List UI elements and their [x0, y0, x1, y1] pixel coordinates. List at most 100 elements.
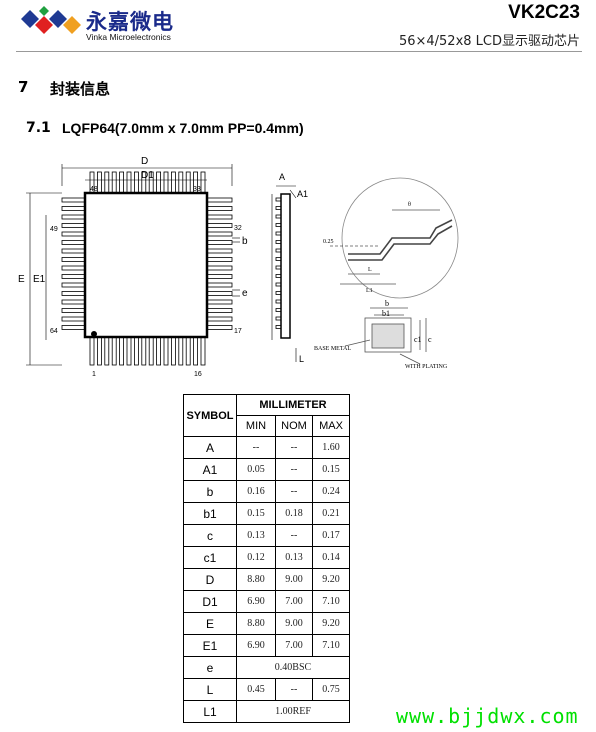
document-subtitle: 56×4/52x8 LCD显示驱动芯片	[398, 34, 580, 49]
header-divider	[16, 51, 582, 52]
row-min: 0.13	[236, 524, 276, 547]
package-pin	[97, 335, 102, 366]
row-min: 0.15	[236, 502, 276, 525]
package-pin	[104, 171, 110, 195]
package-pin	[185, 171, 191, 195]
pin-label-64: 64	[50, 328, 58, 335]
package-pin	[119, 171, 124, 195]
row-max: 9.20	[312, 612, 350, 635]
row-max: 1.60	[312, 436, 350, 459]
pin-label-17: 17	[234, 328, 242, 335]
package-pin	[163, 171, 169, 195]
package-pin	[141, 335, 147, 366]
package-pin	[200, 335, 206, 366]
lead-detail-view	[330, 177, 459, 365]
package-pin	[97, 171, 102, 195]
logo-diamond-1	[21, 10, 39, 28]
subsection-number: 7.1	[26, 120, 51, 136]
pin-label-16: 16	[194, 371, 202, 378]
side-body	[280, 193, 291, 339]
row-max: 0.17	[312, 524, 350, 547]
row-nom: 7.00	[275, 634, 313, 657]
row-merged-value: 1.00REF	[236, 700, 350, 723]
package-pin	[61, 257, 87, 262]
label-D1: D1	[141, 170, 154, 181]
pin-label-49: 49	[50, 226, 58, 233]
row-symbol: D1	[183, 590, 237, 613]
package-pin	[205, 223, 233, 228]
package-pin	[111, 171, 117, 195]
col-header-nom: NOM	[275, 415, 313, 437]
package-pin	[178, 171, 184, 195]
label-detail-c: c	[428, 335, 432, 344]
col-header-max: MAX	[312, 415, 350, 437]
pin-label-33: 33	[193, 186, 201, 193]
label-A: A	[279, 172, 285, 182]
col-header-min: MIN	[236, 415, 276, 437]
row-max: 0.21	[312, 502, 350, 525]
package-pin	[170, 335, 176, 366]
label-detail-c1: c1	[414, 335, 422, 344]
top-view	[26, 164, 240, 366]
lead-cross-section	[371, 323, 405, 349]
detail-circle	[341, 177, 459, 299]
package-pin	[61, 248, 87, 254]
label-base-metal: BASE METAL	[314, 346, 351, 352]
package-pin	[61, 282, 87, 288]
package-pin	[61, 223, 87, 228]
package-pin	[205, 274, 233, 279]
package-pin	[205, 316, 233, 322]
brand-name-en: Vinka Microelectronics	[86, 32, 171, 42]
package-pin	[61, 325, 87, 330]
row-max: 0.15	[312, 458, 350, 481]
row-max: 7.10	[312, 590, 350, 613]
row-symbol: E1	[183, 634, 237, 657]
unit-header: MILLIMETER	[236, 394, 350, 416]
package-pin	[133, 335, 139, 366]
row-merged-value: 0.40BSC	[236, 656, 350, 679]
dimension-table: SYMBOL MILLIMETER MIN NOM MAX A----1.60 …	[183, 394, 350, 723]
lead-profile	[348, 219, 453, 255]
row-symbol: c1	[183, 546, 237, 569]
package-pin	[205, 282, 233, 288]
package-pin	[205, 257, 233, 262]
package-pin	[111, 335, 117, 366]
pin-label-1: 1	[92, 371, 96, 378]
package-pin	[61, 206, 87, 211]
row-min: 8.80	[236, 568, 276, 591]
row-symbol: b	[183, 480, 237, 503]
package-pin	[178, 335, 184, 366]
package-pin	[193, 335, 199, 366]
section-title: 封装信息	[50, 80, 111, 98]
row-nom: --	[275, 524, 313, 547]
package-pin	[205, 214, 233, 220]
label-L: L	[299, 354, 304, 364]
row-nom: 9.00	[275, 612, 313, 635]
package-pin	[61, 197, 87, 203]
row-min: 6.90	[236, 634, 276, 657]
row-symbol: e	[183, 656, 237, 679]
row-nom: 9.00	[275, 568, 313, 591]
package-pin	[61, 265, 87, 271]
package-pin	[205, 240, 233, 245]
label-b: b	[242, 236, 248, 247]
row-nom: --	[275, 436, 313, 459]
row-symbol: D	[183, 568, 237, 591]
package-pin	[205, 308, 233, 313]
label-e: e	[242, 288, 248, 299]
row-nom: 0.13	[275, 546, 313, 569]
section-number: 7	[18, 78, 29, 96]
package-pin	[205, 248, 233, 254]
package-drawing: D D1 E E1 b e 48 33 49 32 64 17 1 16 A A…	[18, 156, 459, 378]
pins-left	[61, 197, 87, 330]
row-nom: --	[275, 458, 313, 481]
package-pin	[205, 265, 233, 271]
package-pin	[205, 299, 233, 305]
row-symbol: A	[183, 436, 237, 459]
label-detail-b: b	[385, 299, 389, 308]
pin-label-48: 48	[90, 186, 98, 193]
